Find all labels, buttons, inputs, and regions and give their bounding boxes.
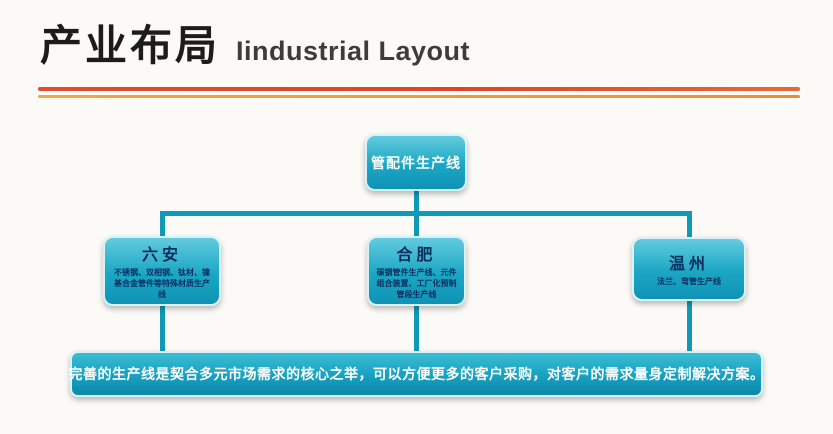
connector-root-stub [414, 189, 419, 214]
connector-drop-hefei [414, 214, 419, 238]
summary-bar: 完善的生产线是契合多元市场需求的核心之举，可以方便更多的客户采购，对客户的需求量… [68, 351, 765, 397]
node-wenzhou-label: 温州 [668, 256, 709, 274]
node-wenzhou: 温州 法兰、弯管生产线 [632, 237, 746, 301]
node-luan-desc: 不锈钢、双相钢、钛材、镍基合金管件等特殊材质生产线 [114, 268, 210, 299]
node-luan-label: 六安 [141, 247, 182, 265]
slide-header: 产业布局 Iindustrial Layout [40, 12, 470, 73]
node-luan: 六安 不锈钢、双相钢、钛材、镍基合金管件等特殊材质生产线 [103, 236, 221, 306]
connector-drop-wenzhou [687, 214, 692, 238]
title-underline-red [38, 87, 800, 91]
page-title: 产业布局 Iindustrial Layout [40, 12, 470, 73]
connector-down-luan [160, 304, 165, 354]
connector-drop-luan [160, 214, 165, 238]
title-chinese: 产业布局 [40, 22, 221, 69]
connector-horizontal [160, 211, 692, 216]
connector-down-wenzhou [687, 300, 692, 354]
node-hefei: 合肥 碳钢管件生产线、元件组合装置、工厂化预制管段生产线 [367, 236, 466, 306]
node-wenzhou-desc: 法兰、弯管生产线 [657, 277, 721, 287]
root-node-label: 管配件生产线 [371, 154, 461, 171]
node-hefei-desc: 碳钢管件生产线、元件组合装置、工厂化预制管段生产线 [376, 268, 457, 299]
title-underline-orange [38, 95, 800, 98]
node-hefei-label: 合肥 [396, 247, 437, 265]
title-english: Iindustrial Layout [236, 36, 471, 66]
node-pipe-fittings-line: 管配件生产线 [365, 134, 467, 191]
connector-down-hefei [414, 304, 419, 354]
summary-text: 完善的生产线是契合多元市场需求的核心之举，可以方便更多的客户采购，对客户的需求量… [68, 366, 765, 382]
